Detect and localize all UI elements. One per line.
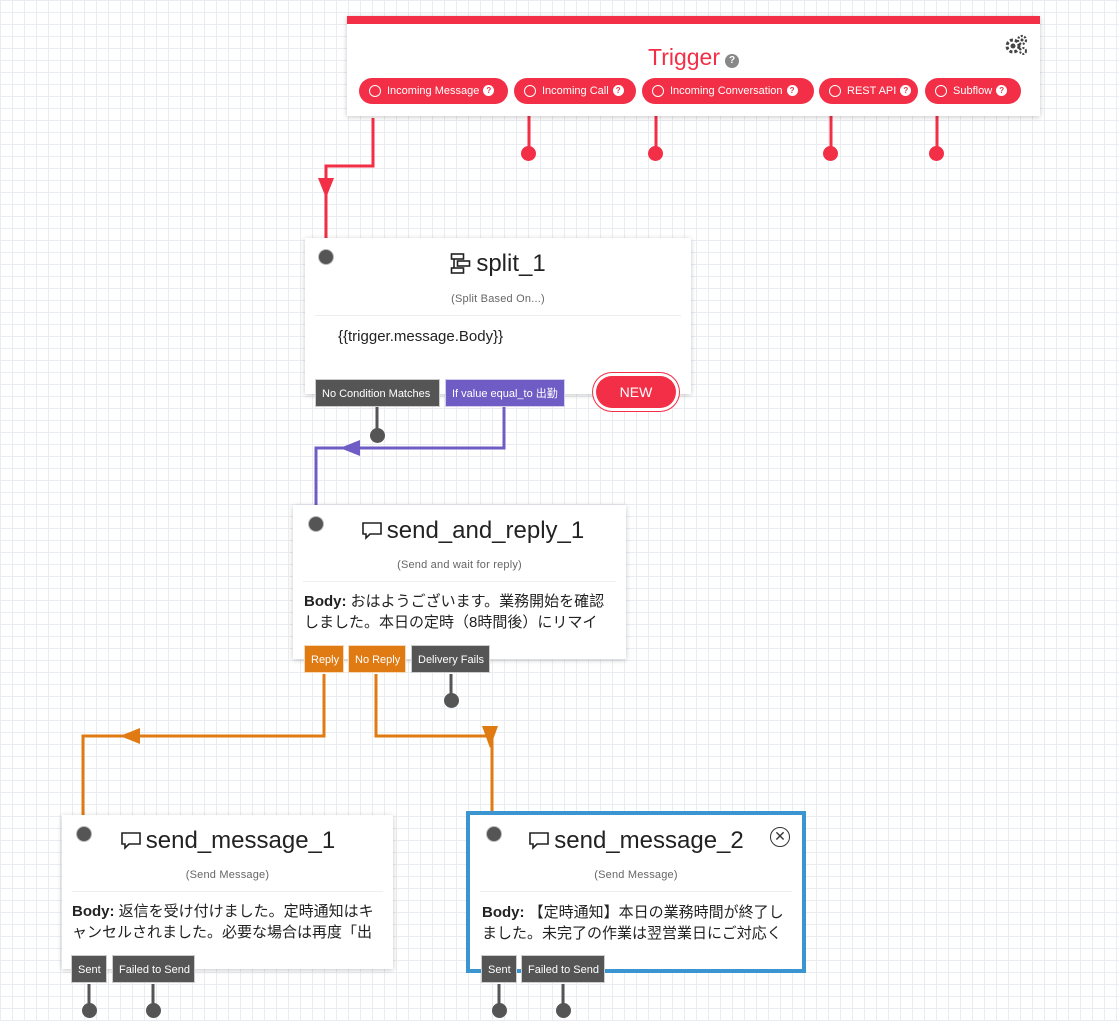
wire-incoming-message: [324, 118, 375, 240]
wire-arrow-no-reply: [482, 726, 498, 748]
transition-sent[interactable]: Sent: [481, 955, 517, 983]
widget-title: send_message_2: [470, 827, 802, 855]
output-handle[interactable]: [370, 428, 385, 443]
output-handle[interactable]: [492, 1003, 507, 1018]
wire-if-value-equal: [314, 406, 506, 506]
chat-icon: [529, 832, 550, 850]
radio-icon: [369, 85, 381, 97]
widget-title: split_1: [305, 250, 691, 278]
output-handle[interactable]: [146, 1003, 161, 1018]
input-handle[interactable]: [486, 826, 502, 842]
message-body: Body: おはようございます。業務開始を確認 しました。本日の定時（8時間後）…: [304, 593, 605, 631]
widget-subtitle: (Send Message): [185, 869, 270, 881]
wire-arrow-reply: [120, 728, 140, 744]
send-message-1-widget[interactable]: send_message_1 (Send Message) Body: 返信を受…: [62, 815, 393, 969]
transition-no-condition[interactable]: No Condition Matches: [315, 379, 440, 407]
divider: [303, 581, 616, 582]
split-widget[interactable]: split_1 (Split Based On...) {{trigger.me…: [305, 238, 691, 394]
output-handle[interactable]: [82, 1003, 97, 1018]
wire-arrow-incoming-message: [318, 178, 334, 198]
transition-failed-to-send[interactable]: Failed to Send: [112, 955, 195, 983]
divider: [315, 315, 681, 316]
connector-handle[interactable]: [521, 146, 536, 161]
help-icon[interactable]: ?: [900, 85, 912, 96]
send-message-2-widget[interactable]: send_message_2 ✕ (Send Message) Body: 【定…: [466, 811, 806, 973]
close-icon[interactable]: ✕: [770, 827, 790, 847]
connector-handle[interactable]: [823, 146, 838, 161]
input-handle[interactable]: [308, 516, 324, 532]
radio-icon: [935, 85, 947, 97]
connector-handle[interactable]: [648, 146, 663, 161]
help-icon[interactable]: ?: [725, 54, 739, 68]
trigger-incoming-conversation[interactable]: Incoming Conversation?: [642, 78, 814, 104]
transition-delivery-fails[interactable]: Delivery Fails: [411, 645, 490, 673]
radio-icon: [524, 85, 536, 97]
help-icon[interactable]: ?: [612, 85, 624, 96]
connector-handle[interactable]: [929, 146, 944, 161]
output-handle[interactable]: [556, 1003, 571, 1018]
trigger-incoming-message[interactable]: Incoming Message?: [359, 78, 508, 104]
message-body: Body: 返信を受け付けました。定時通知はキ ャンセルされました。必要な場合は…: [72, 903, 374, 941]
widget-title: send_and_reply_1: [319, 517, 626, 545]
divider: [72, 891, 383, 892]
trigger-incoming-call[interactable]: Incoming Call?: [514, 78, 636, 104]
transition-sent[interactable]: Sent: [71, 955, 107, 983]
trigger-subflow[interactable]: Subflow?: [925, 78, 1021, 104]
chat-icon: [361, 522, 382, 540]
chat-icon: [120, 832, 141, 850]
wire-arrow-if-value: [340, 440, 360, 456]
send-and-reply-widget[interactable]: send_and_reply_1 (Send and wait for repl…: [293, 505, 626, 659]
radio-icon: [652, 85, 664, 97]
radio-icon: [829, 85, 841, 97]
new-transition-button[interactable]: NEW: [596, 376, 676, 408]
widget-subtitle: (Split Based On...): [451, 293, 545, 305]
input-handle[interactable]: [76, 826, 92, 842]
help-icon[interactable]: ?: [786, 85, 798, 96]
output-handle[interactable]: [444, 693, 459, 708]
wire-reply: [81, 674, 326, 816]
divider: [480, 891, 792, 892]
help-icon[interactable]: ?: [996, 85, 1008, 96]
input-handle[interactable]: [318, 249, 334, 265]
transition-failed-to-send[interactable]: Failed to Send: [521, 955, 605, 983]
help-icon[interactable]: ?: [483, 85, 495, 96]
gears-icon[interactable]: [1004, 34, 1028, 56]
wire-no-reply: [374, 674, 494, 812]
trigger-title: Trigger?: [347, 44, 1040, 71]
widget-title: send_message_1: [62, 827, 393, 855]
message-body: Body: 【定時通知】本日の業務時間が終了し ました。未完了の作業は翌営業日に…: [482, 904, 784, 942]
trigger-rest-api[interactable]: REST API?: [819, 78, 918, 104]
transition-if-value-equal[interactable]: If value equal_to 出勤: [445, 379, 565, 407]
widget-subtitle: (Send Message): [594, 869, 678, 881]
transition-no-reply[interactable]: No Reply: [348, 645, 406, 673]
transition-reply[interactable]: Reply: [304, 645, 344, 673]
split-icon: [451, 253, 471, 274]
widget-subtitle: (Send and wait for reply): [397, 559, 522, 571]
split-expression: {{trigger.message.Body}}: [338, 328, 504, 345]
